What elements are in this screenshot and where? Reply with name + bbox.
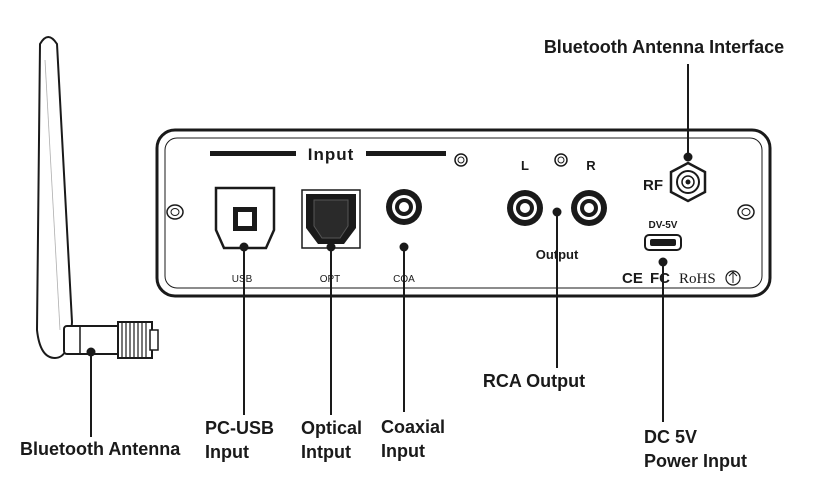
bt-interface-callout: Bluetooth Antenna Interface [544, 37, 784, 57]
rca-left-jack [507, 190, 543, 226]
coaxial-callout-line2: Input [381, 441, 425, 461]
rohs-mark: RoHS [679, 271, 716, 287]
optical-callout-line2: Intput [301, 442, 351, 462]
rca-screw-icon [554, 153, 568, 167]
optical-callout-line1: Optical [301, 418, 362, 438]
leader-lines [86, 64, 693, 437]
bt-antenna-callout: Bluetooth Antenna [20, 439, 181, 459]
coaxial-port [386, 189, 422, 225]
top-screw-icon [454, 153, 468, 167]
input-title: Input [308, 145, 355, 164]
pc-usb-callout-line2: Input [205, 442, 249, 462]
dc-callout-line1: DC 5V [644, 427, 697, 447]
rf-antenna-connector [669, 161, 707, 203]
fc-mark: FC [650, 270, 670, 287]
bluetooth-antenna [35, 36, 159, 360]
pc-usb-callout-line1: PC-USB [205, 418, 274, 438]
rca-left-label: L [521, 158, 529, 173]
left-screw-icon [166, 204, 184, 220]
rca-output-callout: RCA Output [483, 371, 585, 391]
rca-right-jack [571, 190, 607, 226]
usb-port [214, 186, 276, 250]
coaxial-callout-line1: Coaxial [381, 417, 445, 437]
dc-callout-line2: Power Input [644, 451, 747, 471]
input-section-header: Input [210, 145, 446, 164]
dc-power-port [644, 234, 682, 251]
usb-label: USB [232, 274, 253, 285]
recycle-icon [725, 270, 741, 286]
rf-label: RF [643, 177, 663, 194]
certification-marks: CE FC RoHS [622, 270, 741, 287]
dc-label: DV-5V [649, 220, 678, 231]
rca-right-label: R [586, 158, 596, 173]
right-screw-icon [737, 204, 755, 220]
ce-mark: CE [622, 270, 643, 287]
back-panel [155, 128, 772, 298]
optical-port [301, 189, 361, 249]
